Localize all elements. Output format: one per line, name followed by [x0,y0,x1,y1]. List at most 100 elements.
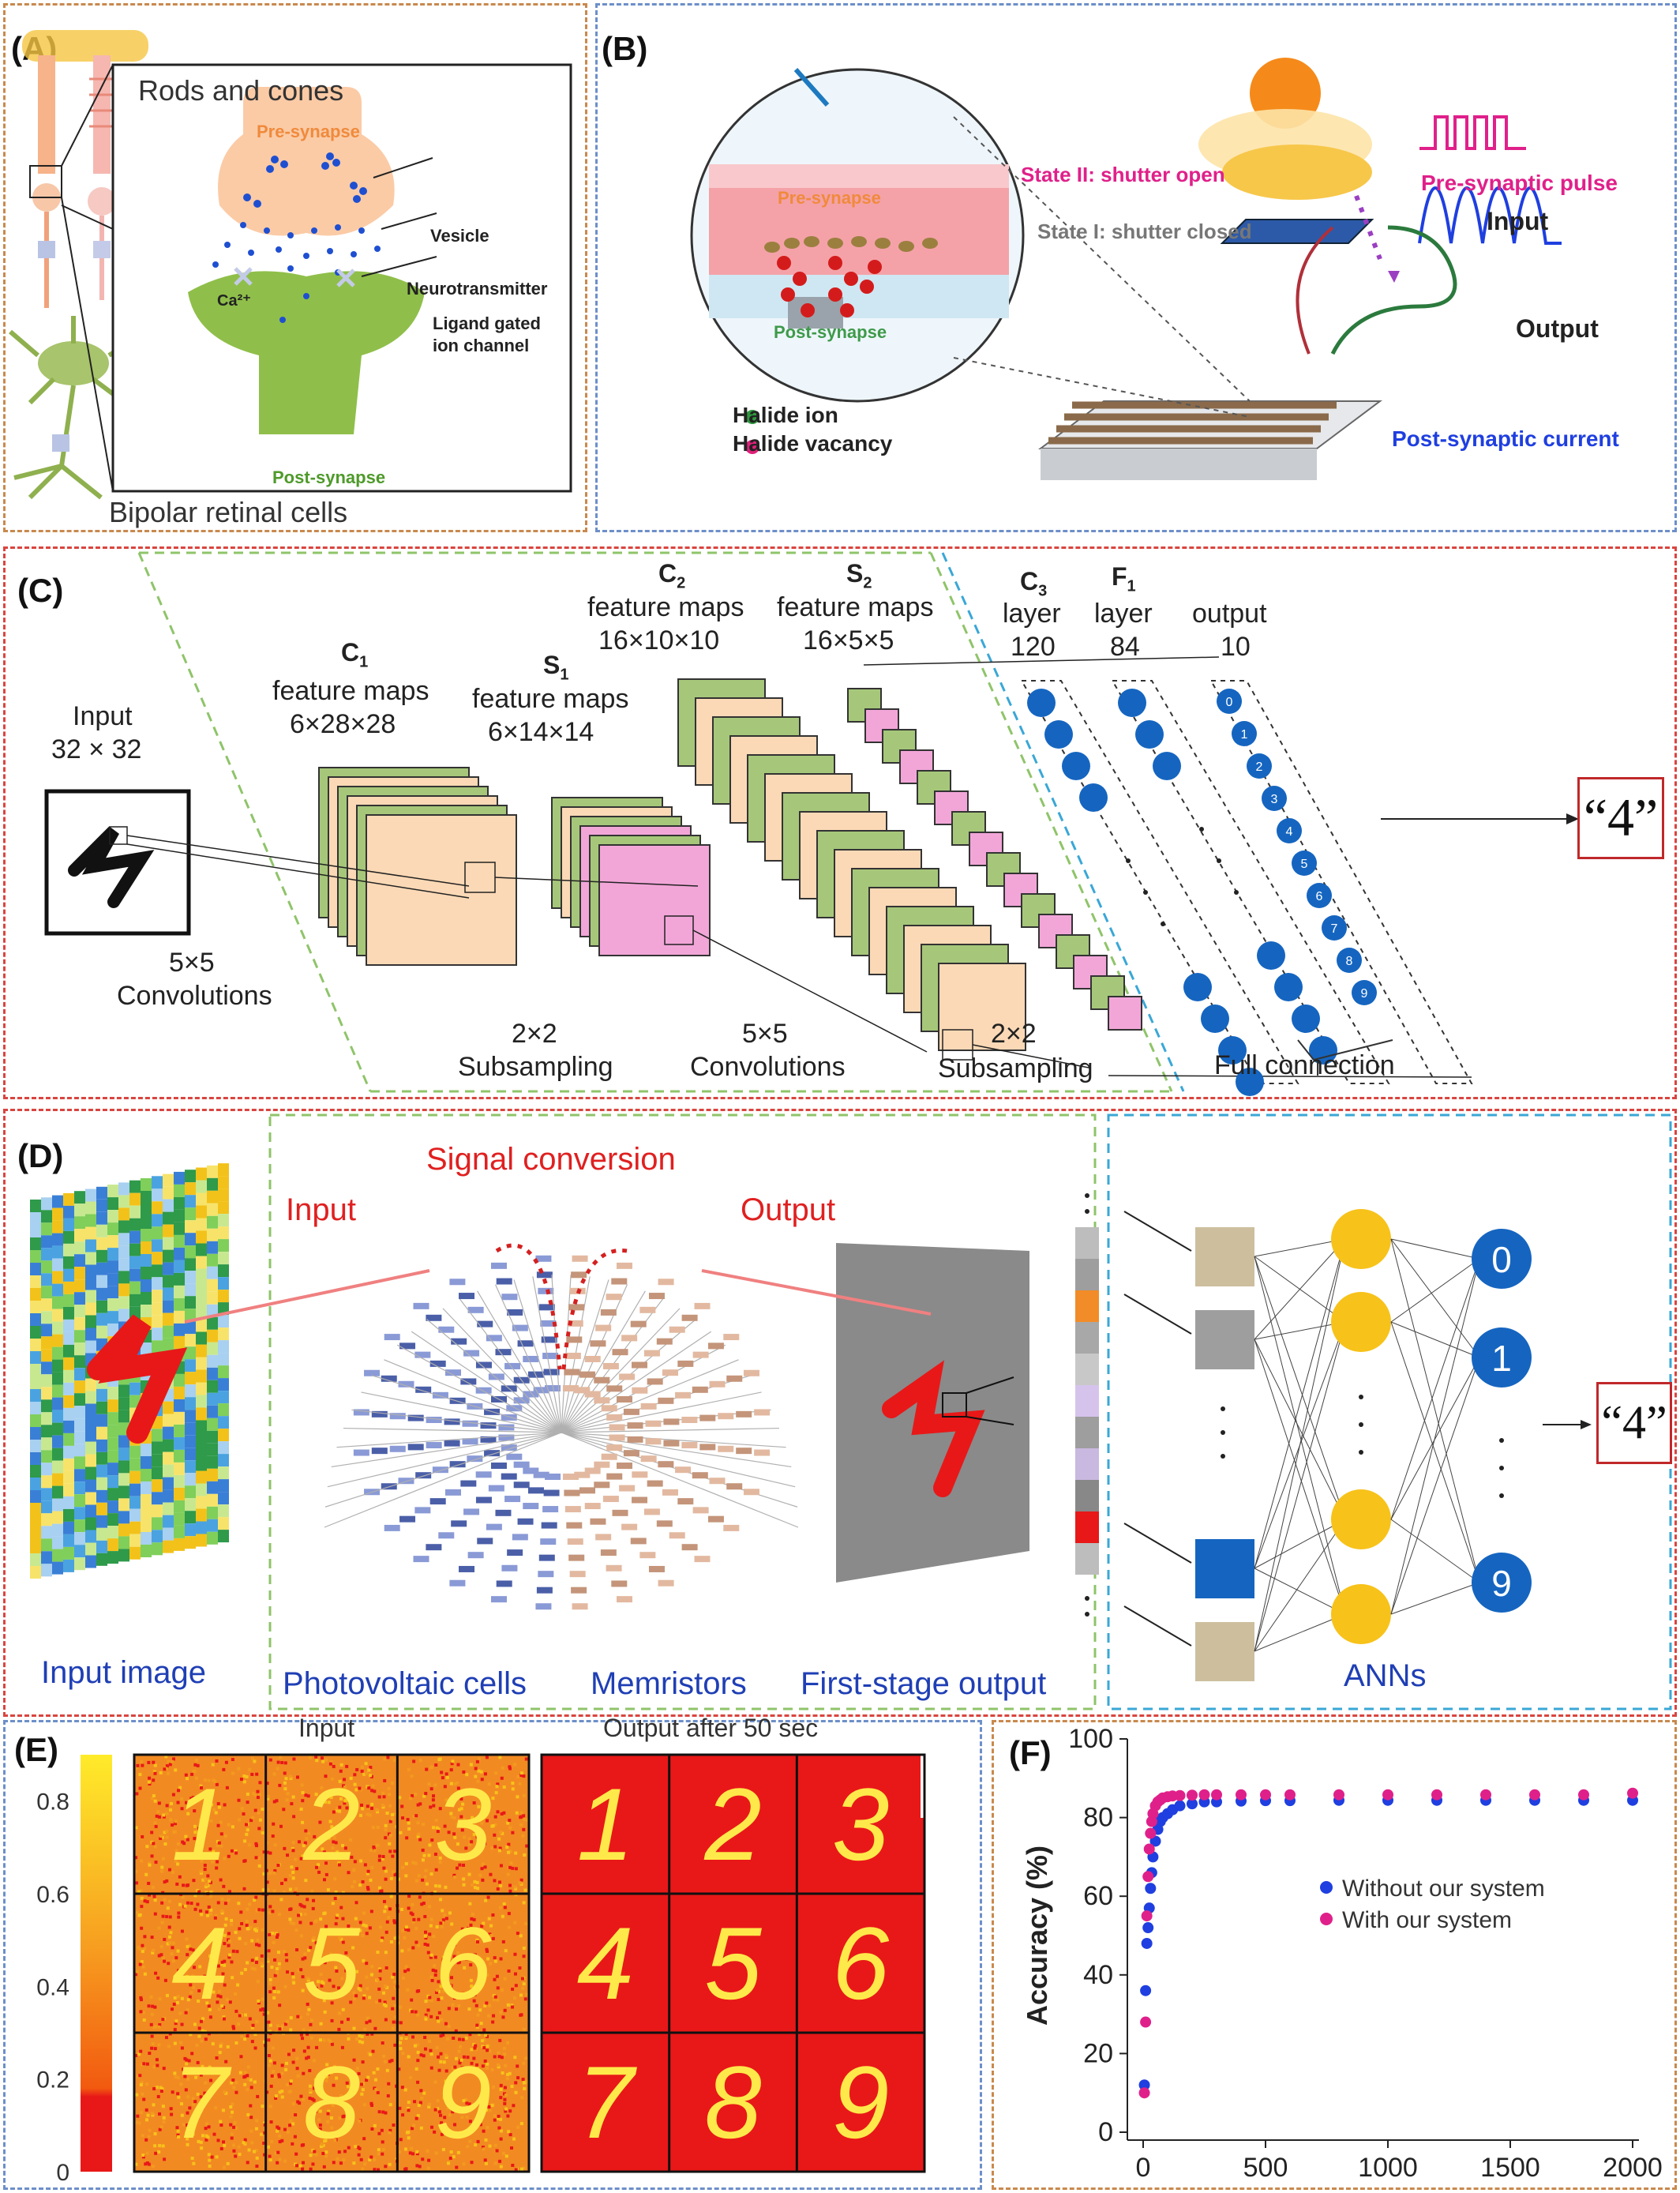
handwritten-digit: 8 [303,2045,360,2160]
panel-d-signal-conversion: Signal conversion [426,1142,676,1177]
ann-input-square [1195,1310,1254,1369]
colorbar-tick: 0.4 [36,1974,69,2000]
data-point [1138,2079,1150,2091]
neuron [1257,941,1285,970]
handwritten-digit: 4 [577,1906,634,2021]
handwritten-digit: 4 [171,1906,228,2021]
panel-c-c2-3: 16×10×10 [598,625,720,655]
panel-c-conv2-1: 5×5 [742,1019,788,1049]
panel-c-conv2-2: Convolutions [690,1052,846,1082]
data-point [1627,1787,1638,1799]
x-tick-label: 0 [1136,2153,1151,2183]
neuron [1292,1004,1320,1033]
handwritten-digit: 6 [435,1906,493,2021]
data-point [1145,1827,1157,1839]
data-point [1141,1937,1153,1949]
data-point [1142,1871,1154,1883]
output-neuron-digit: 0 [1226,696,1233,709]
vector-cell [1075,1227,1099,1259]
handwritten-digit: 7 [577,2045,638,2160]
neuron [1274,973,1303,1001]
legend-label: Without our system [1342,1876,1545,1902]
y-tick-label: 60 [1083,1881,1113,1911]
ann-input-square [1195,1539,1254,1598]
data-point [1187,1789,1198,1801]
data-point [1141,1910,1153,1922]
panel-b-output: Output [1516,314,1599,343]
neuron [1135,720,1164,749]
panel-c-f1-title: F1 [1112,562,1136,595]
colorbar-tick: 0.6 [36,1882,69,1908]
data-point [1480,1789,1491,1801]
panel-b-label: (B) [602,30,648,67]
data-point [1198,1789,1210,1801]
neuron [1153,752,1181,780]
panel-c-c1-2: feature maps [272,676,429,706]
panel-c-sub2-2: Subsampling [938,1053,1093,1083]
colorbar-tick: 0.2 [36,2067,69,2093]
output-neuron-digit: 4 [1286,825,1293,839]
panel-c-c3-title: C3 [1020,567,1048,600]
panel-c-c3-3: 120 [1011,632,1056,662]
data-point [1145,1883,1157,1894]
ann-output-neuron [1472,1229,1532,1289]
panel-b-illustration [690,58,1562,480]
ann-input-square [1195,1227,1254,1286]
x-tick-label: 1500 [1480,2153,1540,2183]
panel-b-pre-pulse: Pre-synaptic pulse [1421,171,1618,195]
data-point [1142,1922,1154,1934]
ann-input-arrow [1123,1294,1192,1335]
ellipsis-dot [1221,1454,1225,1459]
panel-c-c1-3: 6×28×28 [290,709,396,739]
handwritten-digit: 7 [171,2045,232,2160]
panel-d-result-box: “4” [1596,1382,1672,1464]
panel-a-vesicle: Vesicle [430,226,489,246]
handwritten-digit: 6 [832,1906,890,2021]
panel-a-post-synapse: Post-synapse [272,468,386,487]
vector-cell [1075,1480,1099,1511]
panel-b-post-current: Post-synaptic current [1392,426,1619,451]
panel-c-c3-2: layer [1003,599,1061,629]
output-neuron [1262,786,1287,811]
data-point [1143,1843,1155,1855]
handwritten-digit: 5 [303,1906,361,2021]
ann-output-neuron [1472,1553,1532,1613]
panel-c-conv1-1: 5×5 [169,948,215,978]
s2-feature-map [1108,996,1142,1031]
panel-c-s1-title: S1 [543,651,569,684]
ellipsis-dot [1234,890,1239,895]
ellipsis-dot [1085,1612,1089,1617]
ann-input-arrow [1123,1523,1192,1564]
panel-a-pre-synapse: Pre-synapse [257,122,360,141]
panel-c-f1-2: layer [1094,599,1153,629]
ellipsis-dot [1217,858,1221,863]
panel-c-s1-2: feature maps [472,684,629,714]
grid-frame [540,1753,926,2173]
panel-d-input: Input [286,1192,356,1227]
ann-output-digit: 1 [1491,1338,1512,1379]
panel-c-s2-2: feature maps [777,592,934,622]
panel-c-s1-3: 6×14×14 [488,717,594,747]
output-neuron [1307,883,1332,908]
panel-d-memristors: Memristors [591,1666,747,1701]
panel-d-frame [3,1109,1677,1717]
c2-feature-map [938,963,1026,1051]
x-tick-label: 500 [1243,2153,1288,2183]
panel-e-label: (E) [14,1731,58,1768]
x-tick-label: 1000 [1358,2153,1418,2183]
ellipsis-dot [1085,1209,1089,1214]
panel-a-ligand-1: Ligand gated [433,314,541,333]
panel-c-label: (C) [17,572,64,609]
neuron [1079,783,1108,812]
y-tick-label: 0 [1098,2117,1113,2147]
output-neuron-digit: 3 [1271,793,1278,806]
ellipsis-dot [1126,858,1131,863]
data-point [1284,1789,1296,1801]
panel-c-out-2: 10 [1221,632,1251,662]
panel-a-ca: Ca²⁺ [217,292,251,310]
handwritten-digit: 5 [704,1906,762,2021]
output-neuron-digit: 1 [1241,728,1248,742]
